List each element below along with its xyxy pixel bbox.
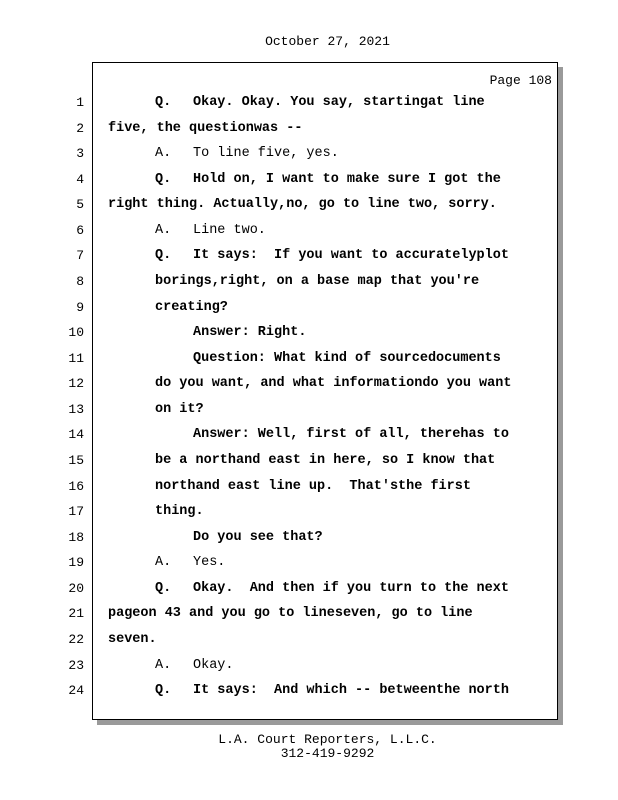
line-text: Do you see that? [193,529,323,545]
line-number: 2 [76,120,84,136]
line-text: Okay. [193,657,234,673]
line-number: 23 [68,657,84,673]
line-number: 21 [68,606,84,622]
line-number: 5 [76,197,84,213]
line-number: 18 [68,529,84,545]
line-number: 9 [76,299,84,315]
line-number: 11 [68,350,84,366]
line-text: Answer: Right. [193,325,307,341]
line-number: 15 [68,452,84,468]
line-text: It says: And which -- betweenthe north [193,683,509,699]
line-text: five, the questionwas -- [108,120,303,136]
footer-company: L.A. Court Reporters, L.L.C. [218,732,437,747]
speaker-label: Q. [155,248,172,264]
line-number: 12 [68,376,84,392]
line-number: 16 [68,478,84,494]
line-text: Yes. [193,555,226,571]
line-number: 3 [76,146,84,162]
line-number: 4 [76,171,84,187]
speaker-label: A. [155,222,172,238]
line-number: 13 [68,401,84,417]
line-text: Line two. [193,222,266,238]
line-text: borings,right, on a base map that you're [155,273,480,289]
line-text: seven. [108,631,157,647]
speaker-label: Q. [155,95,172,110]
line-text: It says: If you want to accuratelyplot [193,248,509,264]
speaker-label: A. [155,146,172,162]
line-number: 10 [68,325,84,341]
line-text: Hold on, I want to make sure I got the [193,171,501,187]
line-text: pageon 43 and you go to lineseven, go to… [108,606,473,622]
footer: L.A. Court Reporters, L.L.C. 312-419-929… [0,733,618,761]
transcript-page: Page 108 [92,62,558,720]
line-text: right thing. Actually,no, go to line two… [108,197,497,213]
transcript-date: October 27, 2021 [265,34,390,49]
line-number: 17 [68,504,84,520]
speaker-label: Q. [155,171,172,187]
line-text: To line five, yes. [193,146,339,162]
line-number: 8 [76,273,84,289]
line-text: be a northand east in here, so I know th… [155,452,496,468]
line-text: Okay. Okay. You say, startingat line [193,95,485,110]
speaker-label: Q. [155,580,172,596]
line-number: 1 [76,95,84,110]
line-text: Okay. And then if you turn to the next [193,580,509,596]
line-number: 22 [68,631,84,647]
line-number: 7 [76,248,84,264]
line-number: 6 [76,222,84,238]
line-text: on it? [155,401,204,417]
line-text: do you want, and what informationdo you … [155,376,512,392]
footer-phone: 312-419-9292 [280,746,375,761]
line-number: 14 [68,427,84,443]
speaker-label: A. [155,555,172,571]
line-text: thing. [155,504,204,520]
line-text: Question: What kind of sourcedocuments [193,350,501,366]
speaker-label: Q. [155,683,172,699]
line-number: 19 [68,555,84,571]
line-text: creating? [155,299,228,315]
line-text: northand east line up. That'sthe first [155,478,471,494]
line-text: Answer: Well, first of all, therehas to [193,427,509,443]
speaker-label: A. [155,657,172,673]
line-number: 24 [68,683,84,699]
page-number: Page 108 [489,73,552,88]
line-number: 20 [68,580,84,596]
